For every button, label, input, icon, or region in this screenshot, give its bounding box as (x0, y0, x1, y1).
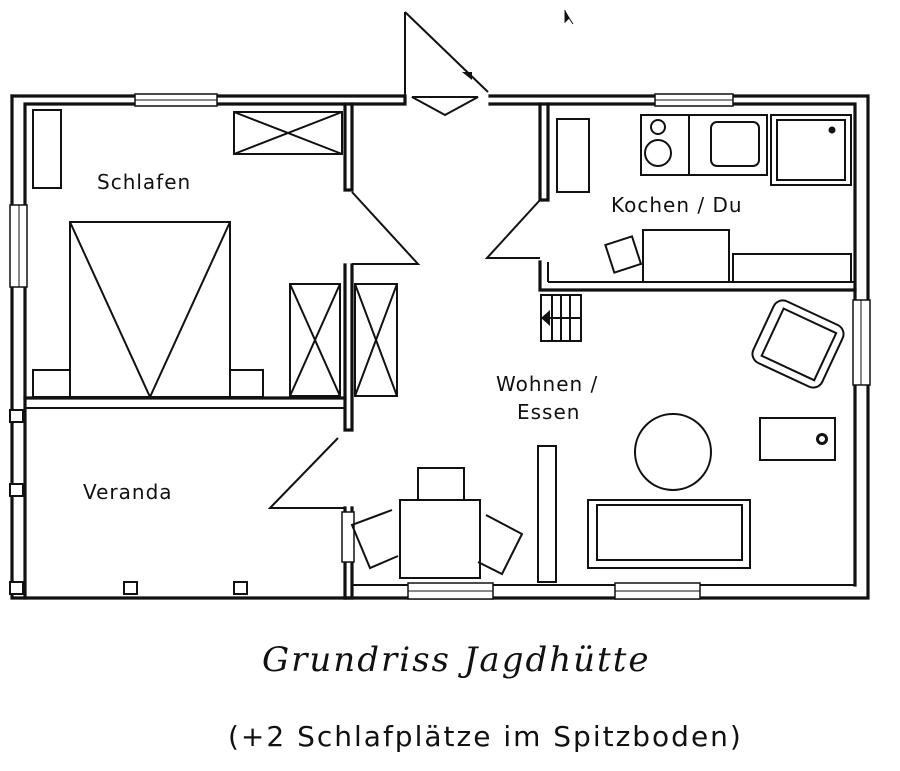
window-icon (9, 204, 28, 288)
wall-kochen-left (538, 102, 550, 202)
chair-icon (417, 467, 465, 501)
wohnen-furniture (350, 299, 845, 579)
stove-heater-icon (759, 417, 836, 461)
room-label-kochen-du: Kochen / Du (611, 193, 743, 217)
armchair-icon (751, 299, 845, 389)
shower-icon (770, 114, 852, 186)
room-label-veranda: Veranda (83, 480, 173, 504)
wardrobe-icon (289, 283, 341, 397)
mouse-cursor-icon (564, 10, 574, 25)
sofa-icon (587, 499, 751, 569)
window-icon (654, 93, 734, 107)
door-swing-icon[interactable] (484, 199, 541, 259)
window-icon (614, 582, 701, 600)
door-swing-icon[interactable] (267, 437, 345, 509)
wall-schlafen-hall-lower (343, 263, 354, 432)
stove-icon (640, 114, 690, 176)
kochen-furniture (556, 114, 852, 283)
door-swing-icon[interactable] (351, 191, 421, 265)
schlafen-furniture (32, 109, 398, 400)
room-label-essen: Essen (517, 400, 581, 424)
wall-kochen-bottom (538, 260, 857, 292)
chair-icon (350, 509, 399, 570)
plan-title: Grundriss Jagdhütte (262, 640, 651, 680)
round-table-icon (634, 413, 712, 491)
sink-icon (688, 114, 768, 176)
bench-icon (732, 253, 852, 283)
wall-schlafen-hall (343, 102, 354, 192)
wardrobe-icon (354, 283, 398, 397)
room-divider (537, 445, 557, 583)
entrance-door-icon[interactable] (404, 11, 489, 117)
chair-icon (477, 514, 524, 576)
plan-subtitle: (+2 Schlafplätze im Spitzboden) (228, 720, 743, 753)
wardrobe-icon (233, 111, 343, 155)
room-label-schlafen: Schlafen (97, 170, 192, 194)
dining-table-icon (399, 467, 481, 579)
bed-icon (32, 221, 264, 400)
window-icon (341, 511, 355, 563)
nightstand-icon (32, 109, 62, 189)
room-label-wohnen: Wohnen / (496, 372, 599, 396)
window-icon (852, 299, 871, 386)
stool-icon (604, 235, 643, 274)
staircase-icon[interactable] (540, 294, 582, 342)
interior-walls (23, 102, 857, 600)
veranda-posts (9, 409, 248, 595)
kitchen-table-icon (642, 229, 730, 283)
window-icon (407, 582, 494, 600)
counter-icon (556, 118, 590, 193)
wall-right-inner (488, 102, 857, 587)
window-icon (134, 93, 218, 107)
